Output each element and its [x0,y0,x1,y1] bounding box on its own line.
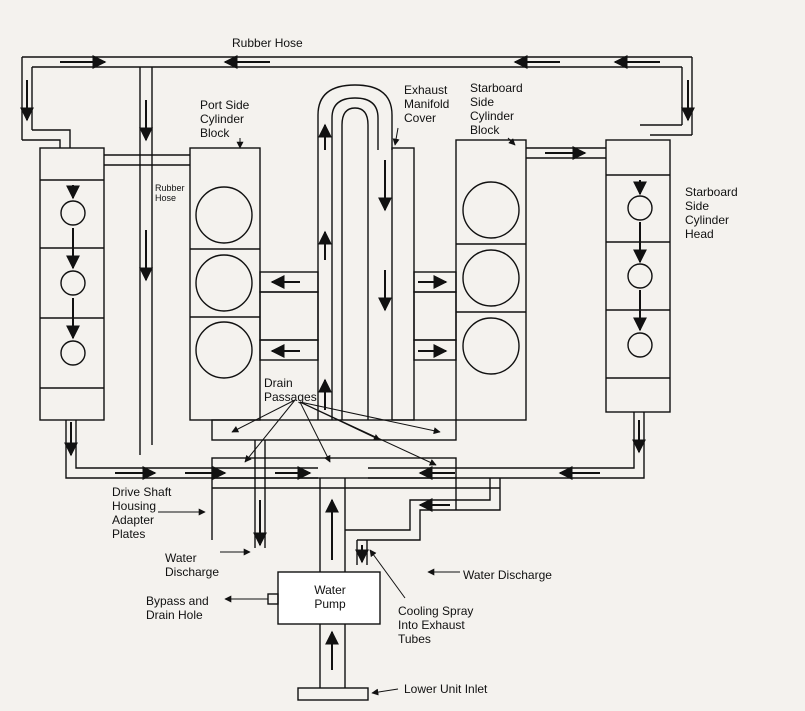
water-discharge-left-pipe [254,440,266,548]
starboard-passages [413,271,457,361]
label-cooling-spray: Cooling Spray Into Exhaust Tubes [398,604,474,646]
callout-arrows [158,127,516,696]
label-port-side-block: Port Side Cylinder Block [200,98,250,140]
port-passages [259,271,319,361]
label-bypass-drain-hole: Bypass and Drain Hole [146,594,209,622]
water-pump [277,571,381,625]
cylinder-stbd-block-2 [462,249,520,307]
starboard-cylinder-head [605,139,671,413]
cylinder-stbd-head-3 [627,332,653,358]
flow-arrows [20,55,695,670]
label-rubber-hose-top: Rubber Hose [232,36,303,50]
cylinder-port-head-3 [60,340,86,366]
cooling-spray-line [345,478,501,565]
label-rubber-hose-left: Rubber Hose [155,183,185,203]
cylinder-stbd-head-1 [627,195,653,221]
cylinder-stbd-block-3 [462,317,520,375]
central-pipe [319,478,346,572]
label-water-pump: Water Pump [314,583,346,611]
label-water-discharge-left: Water Discharge [165,551,220,579]
cylinder-stbd-head-2 [627,263,653,289]
adapter-plates [211,419,500,540]
label-drain-passages: Drain Passages [264,376,317,404]
cylinder-port-block-3 [195,321,253,379]
exhaust-manifold [317,84,415,421]
lower-unit-inlet-pipe [297,624,369,701]
cylinder-port-block-1 [195,186,253,244]
cylinder-stbd-block-1 [462,181,520,239]
label-starboard-side-block: Starboard Side Cylinder Block [470,81,523,137]
cylinder-port-head-2 [60,270,86,296]
cylinder-port-head-1 [60,200,86,226]
label-starboard-side-head: Starboard Side Cylinder Head [685,185,738,241]
cylinder-port-block-2 [195,254,253,312]
port-cylinder-block [189,147,261,421]
label-exhaust-manifold-cover: Exhaust Manifold Cover [404,83,450,125]
label-water-discharge-right: Water Discharge [463,568,552,582]
starboard-cylinder-block [455,139,527,421]
bypass-outlet [267,593,279,605]
rubber-hose-top [21,56,693,148]
label-lower-unit-inlet: Lower Unit Inlet [404,682,488,696]
label-drive-shaft-housing: Drive Shaft Housing Adapter Plates [112,485,172,541]
